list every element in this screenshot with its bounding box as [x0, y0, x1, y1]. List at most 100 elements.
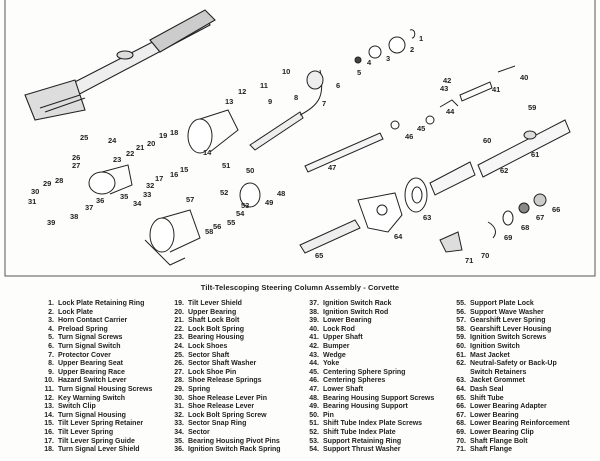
callout-46: 46 [405, 132, 413, 141]
legend-item: 31. Shoe Release Lever [170, 403, 281, 412]
legend-number: 30. [174, 394, 184, 402]
legend-item: 40.Lock Rod [305, 326, 434, 335]
legend-item: 29.Spring [170, 386, 281, 395]
lower-bearing-reinforcement [502, 210, 514, 226]
legend-label: Sector [188, 428, 210, 436]
legend-item: 62.Neutral-Safety or Back-Up [452, 360, 570, 369]
legend-item: 64.Dash Seal [452, 386, 570, 395]
legend-item: 20.Upper Bearing [170, 309, 281, 318]
legend-number: 55. [456, 300, 466, 307]
legend-label: Pin [323, 411, 334, 419]
legend-number: 27. [174, 368, 184, 376]
callout-68: 68 [521, 223, 529, 232]
legend-item: 65.Shift Tube [452, 395, 570, 404]
legend-item: 4. Preload Spring [40, 326, 152, 335]
legend-item: 23. Bearing Housing [170, 334, 281, 343]
legend-label: Ignition Switch Rod [323, 308, 389, 316]
legend-label: Lower Bearing Clip [470, 428, 534, 436]
legend-number: 66. [456, 403, 466, 411]
legend-label: Spring [188, 385, 211, 393]
legend-label: Lower Bearing Adapter [470, 403, 547, 411]
legend-item: 25.Sector Shaft [170, 352, 281, 361]
legend-item: 50.Pin [305, 412, 434, 421]
callout-6: 6 [336, 81, 340, 90]
callout-61: 61 [531, 150, 539, 159]
legend-item: 33.Sector Snap Ring [170, 420, 281, 429]
callout-63: 63 [423, 213, 431, 222]
callout-56: 56 [213, 222, 221, 231]
legend-label: Shaft Lock Bolt [188, 317, 240, 325]
callout-26: 26 [72, 153, 80, 162]
legend-number: 45. [309, 368, 319, 376]
legend-number: 31. [174, 403, 184, 411]
legend-number: 4. [48, 325, 54, 333]
legend-number: 46. [309, 377, 319, 385]
callout-55: 55 [227, 218, 235, 227]
legend-label: Bearing Housing Support Screws [323, 394, 435, 402]
legend-item: 61.Mast Jacket [452, 352, 570, 361]
legend-label: Shift Tube [470, 394, 504, 402]
legend-item: 44.Yoke [305, 360, 434, 369]
legend-number: 23. [174, 334, 184, 342]
callout-57: 57 [186, 195, 194, 204]
callout-36: 36 [96, 196, 104, 205]
legend-item: 57.Gearshift Lever Spring [452, 317, 570, 326]
legend-label: Shift Tube Index Plate Screws [323, 420, 423, 428]
legend-label: Support Retaining Ring [323, 437, 402, 445]
callout-34: 34 [133, 199, 142, 208]
callout-41: 41 [492, 85, 500, 94]
legend-number: 21. [174, 317, 184, 325]
legend-item: 60.Ignition Switch [452, 343, 570, 352]
legend-label: Turn Signal Lever Shield [58, 446, 140, 454]
legend-number: 38. [309, 308, 319, 316]
shift-tube-part [299, 219, 361, 254]
legend-label: Ignition Switch Rack [323, 300, 392, 307]
callout-5: 5 [357, 68, 361, 77]
callout-30: 30 [31, 187, 39, 196]
legend-number: 2. [48, 308, 54, 316]
legend-label: Lower Bearing [470, 411, 519, 419]
legend-label: Jacket Grommet [470, 377, 525, 385]
legend-number: 8. [48, 360, 54, 368]
callout-19: 19 [159, 131, 167, 140]
legend-label: Lower Shaft [323, 385, 364, 393]
legend-item: 42.Bumper [305, 343, 434, 352]
callout-9: 9 [268, 97, 272, 106]
callout-28: 28 [55, 176, 63, 185]
legend-label: Dash Seal [470, 385, 504, 393]
callout-45: 45 [417, 124, 425, 133]
legend-item: 22.Lock Bolt Spring [170, 326, 281, 335]
legend-item: 9.Upper Bearing Race [40, 369, 152, 378]
callout-42: 42 [443, 76, 451, 85]
legend-label: Shoe Release Lever Pin [188, 394, 267, 402]
legend-number: 35. [174, 437, 184, 445]
legend-number: 68. [456, 420, 466, 428]
legend-item: 24.Lock Shoes [170, 343, 281, 352]
legend-item: 13.Switch Clip [40, 403, 152, 412]
callout-20: 20 [147, 139, 155, 148]
legend-item: 49.Bearing Housing Support [305, 403, 434, 412]
legend-number: 9. [48, 368, 54, 376]
legend-label: Switch Clip [58, 403, 96, 411]
legend-number: 3. [48, 317, 54, 325]
legend-number: 19. [174, 300, 184, 307]
legend-number: 69. [456, 428, 466, 436]
legend-label: Yoke [323, 360, 340, 368]
legend-number: 58. [456, 325, 466, 333]
legend-number: 63. [456, 377, 466, 385]
callout-71: 71 [465, 256, 473, 265]
legend-number: 56. [456, 308, 466, 316]
callout-12: 12 [238, 87, 246, 96]
legend-item: 21. Shaft Lock Bolt [170, 317, 281, 326]
legend-number: 34. [174, 428, 184, 436]
callout-17: 17 [155, 174, 163, 183]
legend-label: Bearing Housing [188, 334, 245, 342]
legend-label: Shoe Release Lever [188, 403, 255, 411]
legend-label: Support Plate Lock [470, 300, 534, 307]
legend-label: Preload Spring [58, 325, 108, 333]
legend-label: Lock Plate [58, 308, 94, 316]
legend-label: Upper Bearing Seat [58, 360, 123, 368]
legend-item: 28.Shoe Release Springs [170, 377, 281, 386]
legend-label-continued: Switch Retainers [470, 368, 527, 376]
callout-50: 50 [246, 166, 254, 175]
